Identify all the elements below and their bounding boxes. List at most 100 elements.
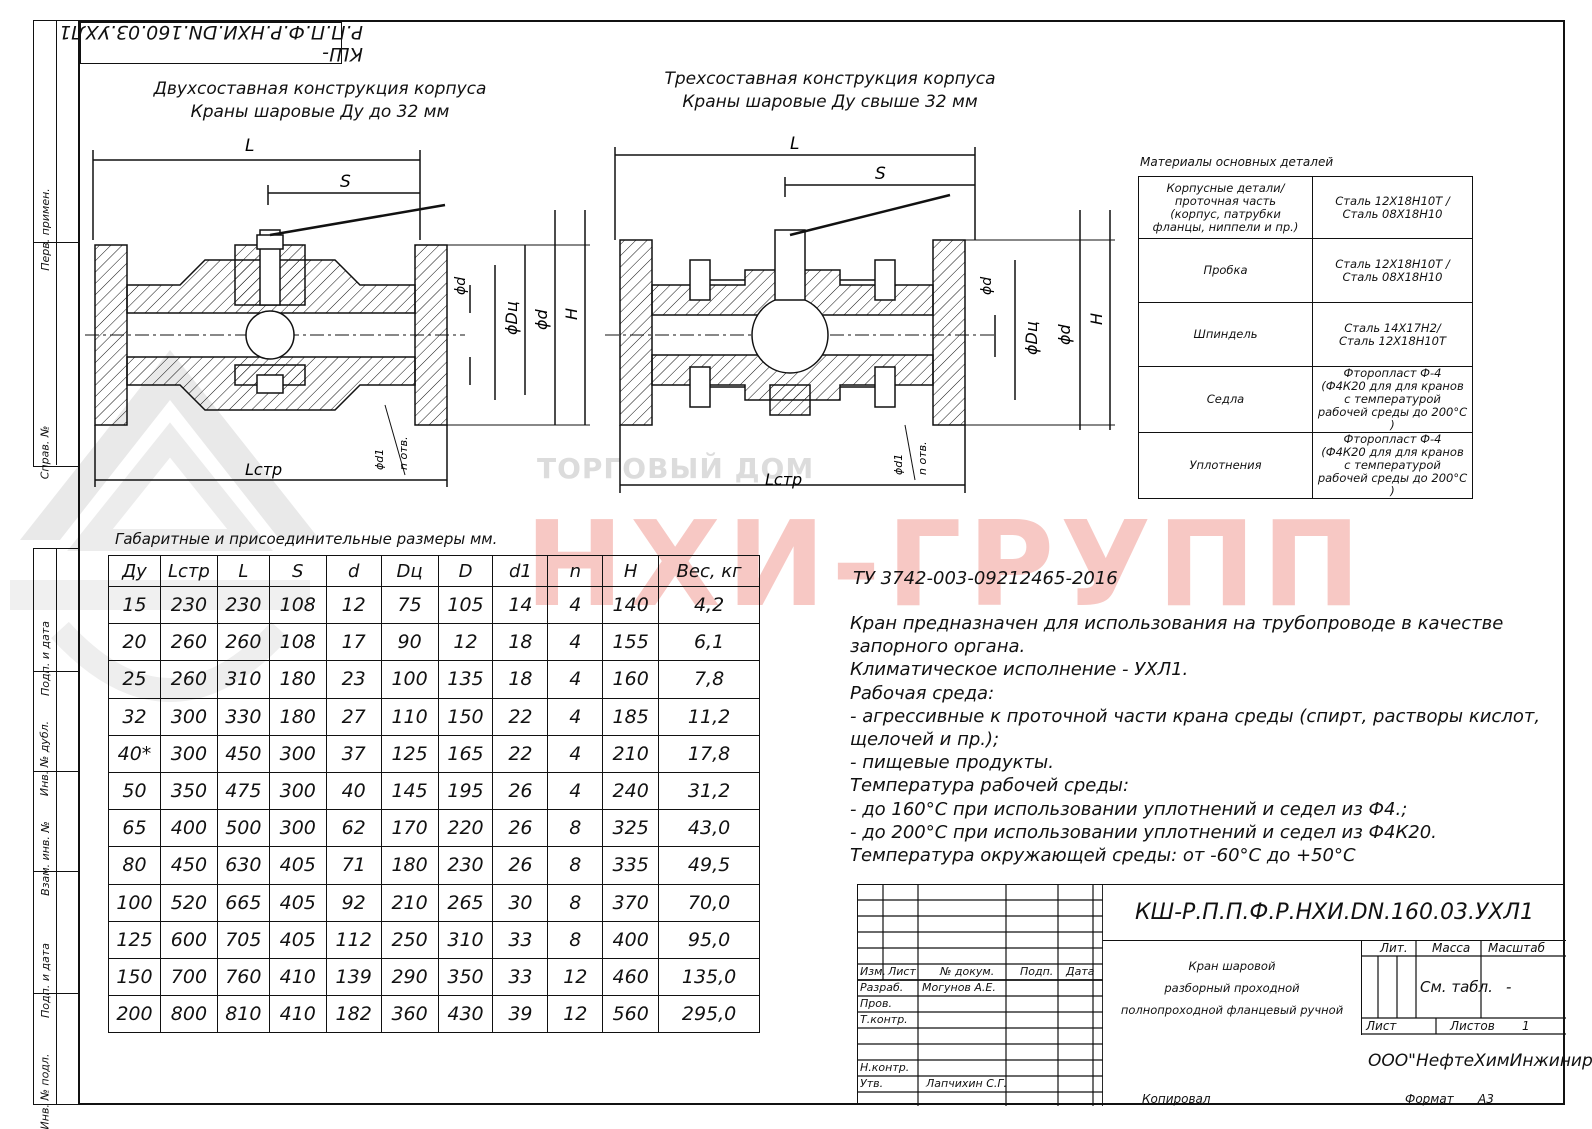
table-cell: 15 xyxy=(108,585,161,625)
table-cell: 230 xyxy=(159,585,218,625)
dim-nholes-left: n отв. xyxy=(397,436,410,470)
note-line: Кран предназначен для использования на т… xyxy=(850,613,1504,634)
table-cell: 108 xyxy=(268,585,327,625)
table-cell: 43,0 xyxy=(658,809,760,848)
table-cell: 25 xyxy=(108,660,161,699)
list-label: Лист xyxy=(1366,1019,1397,1033)
materials-caption: Материалы основных деталей xyxy=(1140,155,1334,169)
table-cell: 295,0 xyxy=(658,995,760,1034)
table-cell: 230 xyxy=(216,585,270,625)
rotated-stamp: КШ-Р.П.П.Ф.Р.НХИ.DN.160.03.УХЛ1 xyxy=(59,21,363,65)
table-cell: 37 xyxy=(325,734,382,773)
table-cell: 70,0 xyxy=(658,883,760,922)
dim-phid1-left: ϕd1 xyxy=(373,449,386,470)
dim-S-left: S xyxy=(340,172,351,192)
material-value: Сталь 12Х18Н10Т /Сталь 08Х18Н10 xyxy=(1312,176,1473,239)
table-cell: 170 xyxy=(380,809,439,848)
drawing-frame xyxy=(78,20,1565,1105)
table-cell: 210 xyxy=(380,883,439,922)
table-cell: 220 xyxy=(437,809,494,848)
material-part-line: Корпусные детали/ xyxy=(1166,180,1285,195)
table-cell: 8 xyxy=(547,846,604,885)
table-cell: 310 xyxy=(216,660,270,699)
table-cell: 180 xyxy=(268,697,327,736)
table-cell: 17 xyxy=(325,623,382,662)
table-cell: 405 xyxy=(268,920,327,959)
table-cell: 405 xyxy=(268,846,327,885)
table-cell: 300 xyxy=(268,771,327,811)
note-line: - до 160°С при использовании уплотнений … xyxy=(850,798,1408,820)
title-grid-lines xyxy=(858,885,1103,1106)
table-cell: 39 xyxy=(492,995,549,1034)
dims-header-cell: Dц xyxy=(380,555,439,587)
role-prov: Пров. xyxy=(860,997,892,1010)
note-line: - пищевые продукты. xyxy=(850,752,1054,774)
table-cell: 405 xyxy=(268,883,327,922)
left-title-line1: Двухсоставная конструкция корпуса xyxy=(153,79,487,99)
dim-phiDc-right: ϕDц xyxy=(1022,321,1041,355)
table-cell: 95,0 xyxy=(658,920,760,959)
material-part-line: Шпиндель xyxy=(1193,327,1258,341)
table-cell: 27 xyxy=(325,697,382,736)
material-part-line: Уплотнения xyxy=(1189,458,1262,472)
table-cell: 350 xyxy=(159,771,218,811)
table-cell: 460 xyxy=(602,957,660,997)
note-line: Температура рабочей среды: xyxy=(850,775,1130,797)
format-value: А3 xyxy=(1478,1092,1494,1106)
right-drawing-title: Трехсоставная конструкция корпуса Краны … xyxy=(630,68,1030,114)
role-razrab: Разраб. xyxy=(860,981,904,994)
material-value-line: Сталь 08Х18Н10 xyxy=(1342,206,1443,221)
table-cell: 300 xyxy=(159,697,218,736)
side-column-top: Перв. примен. Справ. № xyxy=(33,20,78,479)
note-line: - агрессивные к проточной части крана ср… xyxy=(850,705,1541,727)
table-cell: 475 xyxy=(216,771,270,811)
person-razrab: Могунов А.Е. xyxy=(922,981,996,994)
table-cell: 500 xyxy=(216,809,270,848)
material-value-line: (Ф4К20 для для кранов xyxy=(1321,379,1464,393)
table-cell: 40* xyxy=(108,734,161,773)
table-cell: 160 xyxy=(602,660,660,699)
table-cell: 330 xyxy=(216,697,270,736)
dim-phid-right: ϕd xyxy=(979,277,995,295)
table-cell: 4 xyxy=(547,734,604,773)
role-nkontr: Н.контр. xyxy=(860,1061,910,1074)
listov-value: 1 xyxy=(1522,1019,1530,1033)
note-line: запорного органа. xyxy=(850,636,1026,658)
table-cell: 62 xyxy=(325,809,382,848)
table-cell: 8 xyxy=(547,883,604,922)
kopiroval-label: Копировал xyxy=(1142,1092,1211,1106)
dim-H-left: H xyxy=(562,308,581,320)
left-title-line2: Краны шаровые Ду до 32 мм xyxy=(190,102,450,122)
material-part-line: фланцы, ниппели и пр.) xyxy=(1152,219,1299,234)
material-part: Уплотнения xyxy=(1138,432,1313,499)
table-cell: 810 xyxy=(216,995,270,1034)
table-cell: 135 xyxy=(437,660,494,699)
dim-nholes-right: n отв. xyxy=(916,441,929,475)
note-line: Рабочая среда: xyxy=(850,682,995,704)
dim-phiD-right: ϕd xyxy=(1055,323,1074,345)
left-drawing-title: Двухсоставная конструкция корпуса Краны … xyxy=(120,78,520,124)
table-cell: 230 xyxy=(437,846,494,885)
table-cell: 23 xyxy=(325,660,382,699)
table-cell: 165 xyxy=(437,734,494,773)
table-cell: 49,5 xyxy=(658,846,760,885)
person-utv: Лапчихин С.Г. xyxy=(926,1077,1008,1090)
dim-phiDc-left: ϕDц xyxy=(502,301,521,335)
table-cell: 12 xyxy=(547,995,604,1034)
material-part: Пробка xyxy=(1138,238,1313,303)
table-cell: 50 xyxy=(108,771,161,811)
table-cell: 665 xyxy=(216,883,270,922)
table-cell: 105 xyxy=(437,585,494,625)
col-podp: Подп. xyxy=(1020,965,1054,978)
